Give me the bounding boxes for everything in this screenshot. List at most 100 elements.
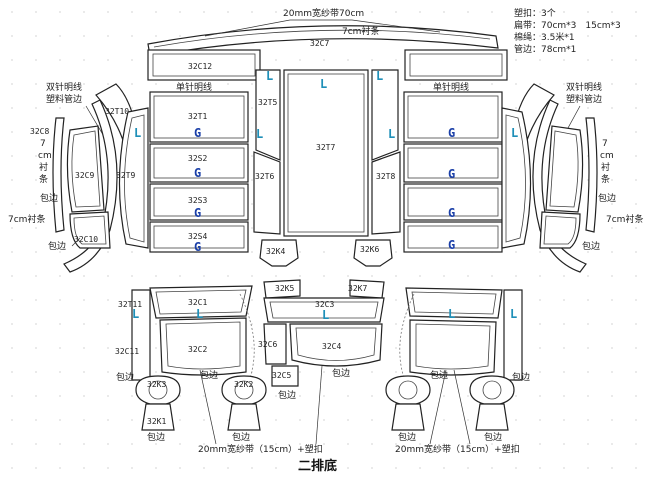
piece-32S4-label: 32S4 xyxy=(188,232,207,241)
piece-32C10[interactable]: 32C10 xyxy=(69,211,111,249)
callout-right-plastic-piping: 塑料管边 xyxy=(566,93,602,105)
callout-wrap-b4: 包边 xyxy=(278,389,296,401)
callout-right-vert-7: 7 xyxy=(602,139,608,149)
callout-wrap-b6: 包边 xyxy=(512,371,530,383)
callout-right-vert-cm: cm xyxy=(600,151,614,161)
piece-32T10-label: 32T10 xyxy=(105,107,129,116)
mark-L: L xyxy=(322,308,329,322)
piece-right-stack-2[interactable]: G xyxy=(403,143,503,183)
mark-G: G xyxy=(194,166,201,180)
piece-32S3[interactable]: 32S3 G xyxy=(149,183,249,221)
piece-32K2-stem[interactable] xyxy=(227,403,261,431)
piece-32S2[interactable]: 32S2 G xyxy=(149,143,249,183)
top-band-label: 20mm宽纱带70cm xyxy=(283,7,364,19)
mark-G: G xyxy=(448,206,455,220)
piece-32K3[interactable]: 32K3 xyxy=(135,375,181,405)
mark-L: L xyxy=(511,126,518,140)
piece-32T7[interactable]: L 32T7 xyxy=(283,69,369,237)
piece-32K4[interactable]: 32K4 xyxy=(259,239,299,267)
callout-wrap-b10: 包边 xyxy=(484,431,502,443)
mark-L: L xyxy=(134,126,141,140)
spec-piping: 管边：78cm*1 xyxy=(514,43,576,55)
spec-flat-band: 扁带：70cm*3 15cm*3 xyxy=(514,19,621,31)
piece-32K7-label: 32K7 xyxy=(348,284,367,293)
callout-wrap-b1: 包边 xyxy=(116,371,134,383)
piece-32K5[interactable]: 32K5 xyxy=(263,279,301,299)
piece-right-narrow-top[interactable]: L L xyxy=(371,69,399,161)
piece-32T7-label: 32T7 xyxy=(316,143,335,152)
piece-32K2[interactable]: 32K2 xyxy=(221,375,267,405)
piece-32K1[interactable]: 32K1 xyxy=(141,403,175,431)
piece-right-knob-1[interactable] xyxy=(385,375,431,431)
mark-L: L xyxy=(320,77,327,91)
callout-wrap-b5: 包边 xyxy=(430,369,448,381)
piece-32C8[interactable]: 32C8 xyxy=(30,117,65,233)
piece-32C4[interactable]: 32C4 xyxy=(289,323,383,367)
piece-lower-right-main[interactable] xyxy=(409,319,497,376)
mark-L: L xyxy=(388,127,395,141)
piece-right-c9[interactable] xyxy=(545,125,584,213)
piece-32K2-label: 32K2 xyxy=(234,380,253,389)
piece-32C6[interactable]: 32C6 xyxy=(258,323,287,365)
piece-right-c8[interactable] xyxy=(585,117,598,233)
piece-right-t9[interactable]: L xyxy=(501,107,532,249)
piece-32C8-label: 32C8 xyxy=(30,127,49,136)
piece-32T9-label: 32T9 xyxy=(116,171,135,180)
piece-32C9-label: 32C9 xyxy=(75,171,94,180)
piece-32S2-label: 32S2 xyxy=(188,154,207,163)
piece-32C11-label: 32C11 xyxy=(115,347,139,356)
callout-wrap-l2: 包边 xyxy=(48,240,66,252)
piece-32C6-label: 32C6 xyxy=(258,340,277,349)
piece-32C2[interactable]: 32C2 xyxy=(159,317,247,376)
piece-32T9[interactable]: 32T9 L xyxy=(116,107,149,249)
mark-L: L xyxy=(266,69,273,83)
piece-32K4-label: 32K4 xyxy=(266,247,285,256)
spec-cotton-rope: 棉绳：3.5米*1 xyxy=(514,31,575,43)
piece-32T8-label: 32T8 xyxy=(376,172,395,181)
callout-liner-left: 7cm衬条 xyxy=(8,213,45,225)
piece-32C2-label: 32C2 xyxy=(188,345,207,354)
piece-32C12-mirror[interactable] xyxy=(404,49,508,81)
piece-32T6[interactable]: 32T6 xyxy=(253,151,281,235)
callout-right-vert-tiao: 条 xyxy=(601,173,610,185)
piece-right-stack-1[interactable]: G xyxy=(403,91,503,143)
piece-32C12[interactable]: 32C12 xyxy=(147,49,261,81)
callout-left-vert-7: 7 xyxy=(40,139,46,149)
piece-32C1[interactable]: 32C1 L xyxy=(149,285,253,321)
piece-32T5[interactable]: L 32T5 L xyxy=(255,69,281,161)
mark-L: L xyxy=(448,307,455,321)
piece-right-stack-4[interactable]: G xyxy=(403,221,503,253)
piece-32C5[interactable]: 32C5 xyxy=(271,365,299,387)
callout-bottom-band-left: 20mm宽纱带（15cm）+塑扣 xyxy=(198,443,323,455)
piece-lower-right-top[interactable]: L xyxy=(405,287,503,321)
piece-32C12-label: 32C12 xyxy=(188,62,212,71)
piece-32T11[interactable]: 32T11 L 32C11 xyxy=(115,289,151,381)
piece-32C7[interactable]: 32C7 xyxy=(147,25,499,57)
callout-wrap-b7: 包边 xyxy=(147,431,165,443)
piece-right-knob-2[interactable] xyxy=(469,375,515,431)
piece-right-c10[interactable] xyxy=(539,211,581,249)
piece-32K7[interactable]: 32K7 xyxy=(348,279,385,299)
piece-32C3-label: 32C3 xyxy=(315,300,334,309)
piece-32C9[interactable]: 32C9 xyxy=(66,125,105,213)
piece-32S4[interactable]: 32S4 G xyxy=(149,221,249,254)
piece-32T11-label: 32T11 xyxy=(118,300,142,309)
mark-G: G xyxy=(194,126,201,140)
piece-32C7-label: 32C7 xyxy=(310,39,329,48)
piece-32C3[interactable]: 32C3 L xyxy=(263,297,385,323)
piece-32T5-label: 32T5 xyxy=(258,98,277,107)
mark-L: L xyxy=(256,127,263,141)
piece-32T8[interactable]: 32T8 xyxy=(371,151,401,235)
mark-G: G xyxy=(194,240,201,254)
callout-left-vert-cm: cm xyxy=(38,151,52,161)
piece-lower-right-strip[interactable]: L xyxy=(503,289,523,381)
spec-plastic-clip: 塑扣：3个 xyxy=(514,7,556,19)
piece-32T6-label: 32T6 xyxy=(255,172,274,181)
piece-32K6[interactable]: 32K6 xyxy=(353,239,393,267)
piece-32K3-label: 32K3 xyxy=(147,380,166,389)
piece-32T1[interactable]: 32T1 G xyxy=(149,91,249,143)
piece-right-stack-3[interactable]: G xyxy=(403,183,503,221)
piece-32C1-label: 32C1 xyxy=(188,298,207,307)
piece-32K6-label: 32K6 xyxy=(360,245,379,254)
